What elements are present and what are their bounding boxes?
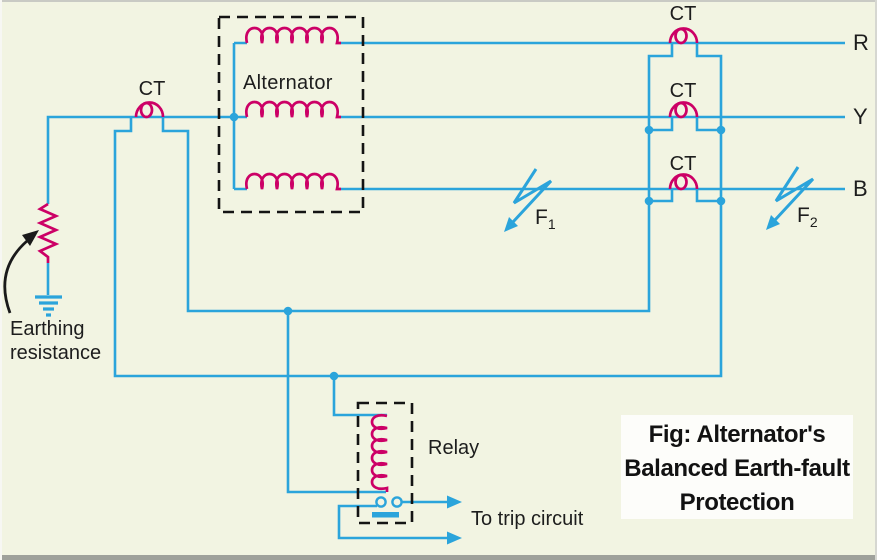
fault-f2-arrow xyxy=(773,166,815,222)
fault-f1-base: F xyxy=(535,206,548,229)
phase-y-label: Y xyxy=(853,104,868,129)
right-edge-border xyxy=(875,0,877,560)
trip-circuit-label: To trip circuit xyxy=(471,508,584,530)
ct-y-coil-loop xyxy=(674,101,688,119)
caption-line-2: Balanced Earth-fault xyxy=(624,455,850,482)
alternator-box xyxy=(217,15,365,214)
left-edge-border xyxy=(0,0,2,560)
fault-f2-label: F2 xyxy=(797,204,818,230)
junction-dot-relay-top xyxy=(329,371,339,381)
pointer-arrowhead xyxy=(22,230,39,246)
winding-r-coil xyxy=(245,26,341,45)
neutral-wire xyxy=(46,115,247,204)
fault-f2-sub: 2 xyxy=(809,214,818,231)
fault-f1-label: F1 xyxy=(535,206,556,232)
junction-dot-relay-bottom xyxy=(283,306,293,316)
phase-b-label: B xyxy=(853,176,868,201)
junction-dot-y-left xyxy=(644,125,654,135)
junction-dot-b-right xyxy=(716,196,726,206)
earthing-resistor xyxy=(36,202,60,263)
junction-dot-star-point xyxy=(229,112,239,122)
trip-arrowhead-bottom xyxy=(447,531,462,545)
relay-coil xyxy=(370,413,389,492)
trip-wire-bottom xyxy=(337,504,447,540)
ct-y-tap-wires xyxy=(649,117,721,132)
fault-f1-arrowhead xyxy=(504,217,518,232)
relay-branch-bottom-wire xyxy=(286,311,386,494)
winding-b-coil xyxy=(245,172,341,191)
ct-left-label: CT xyxy=(138,78,166,100)
ct-y-label: CT xyxy=(669,80,697,102)
ct-b-label: CT xyxy=(669,153,697,175)
pilot-wire-a xyxy=(113,43,723,378)
relay-branch-top-wire xyxy=(332,376,387,417)
trip-arrowhead-top xyxy=(447,495,462,509)
junction-dot-y-right xyxy=(716,125,726,135)
caption-line-3: Protection xyxy=(679,489,795,516)
alternator-label: Alternator xyxy=(243,72,333,94)
relay-armature-bar xyxy=(372,512,399,518)
ct-r-label: CT xyxy=(669,3,697,25)
relay-box xyxy=(356,401,414,525)
figure-caption: Fig: Alternator's Balanced Earth-fault P… xyxy=(621,415,853,519)
junction-dot-b-left xyxy=(644,196,654,206)
fault-f2-arrowhead xyxy=(766,215,780,230)
ct-b-tap-wires xyxy=(649,189,721,203)
winding-y-coil xyxy=(245,100,341,119)
relay-contact-left xyxy=(375,496,387,508)
earthing-label-line1: Earthing xyxy=(10,318,85,340)
ct-r-coil-loop xyxy=(674,27,688,45)
fault-f1-sub: 1 xyxy=(547,216,556,233)
phase-r-label: R xyxy=(853,30,869,55)
caption-line-1: Fig: Alternator's xyxy=(648,421,826,448)
pilot-wire-b xyxy=(161,43,674,313)
earthing-resistance-label: Earthing resistance xyxy=(10,317,130,365)
fault-f1-arrow xyxy=(511,168,553,224)
top-edge-border xyxy=(0,0,877,2)
ct-b-coil-loop xyxy=(674,173,688,191)
bottom-edge-border xyxy=(0,555,877,560)
relay-label: Relay xyxy=(428,437,480,459)
fault-f2-base: F xyxy=(797,204,810,227)
ground-symbol xyxy=(35,295,62,317)
earthing-label-line2: resistance xyxy=(10,342,102,364)
relay-contact-right xyxy=(391,496,403,508)
pointer-arrow-curve xyxy=(3,239,28,314)
ct-left-coil-loop xyxy=(139,101,154,119)
